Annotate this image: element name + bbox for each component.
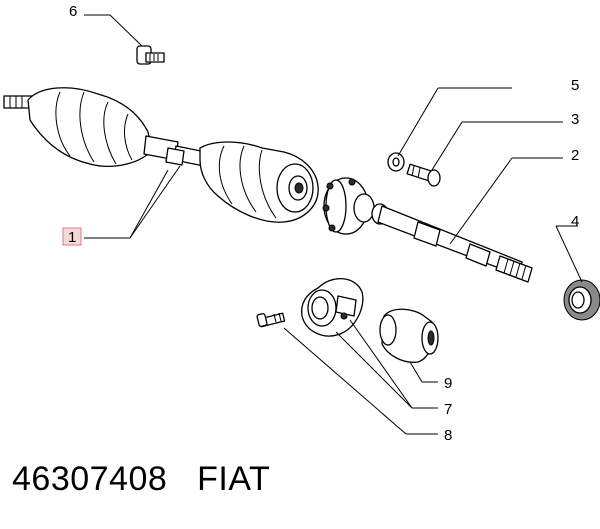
drive-shaft-assembly-1 xyxy=(3,87,319,223)
callout-1-highlight xyxy=(62,227,82,246)
callout-2: 2 xyxy=(571,147,579,164)
bolt-8 xyxy=(256,312,286,328)
callout-8: 8 xyxy=(444,427,452,444)
part-number-text: 46307408 xyxy=(12,460,168,498)
callout-4: 4 xyxy=(571,213,579,230)
callout-9: 9 xyxy=(444,375,452,392)
leader-lines xyxy=(84,14,583,435)
callout-3: 3 xyxy=(571,111,579,128)
callout-5: 5 xyxy=(571,77,579,94)
seal-ring-4 xyxy=(563,279,600,321)
bolt-3 xyxy=(406,163,441,187)
part-caption: 46307408 FIAT xyxy=(12,460,270,499)
washer-5 xyxy=(387,152,405,172)
brand-text: FIAT xyxy=(197,460,271,498)
shaft-2 xyxy=(322,177,533,283)
callout-6: 6 xyxy=(69,3,77,20)
bearing-housing-7 xyxy=(300,278,364,337)
callout-7: 7 xyxy=(444,401,452,418)
callout-1: 1 xyxy=(68,229,76,246)
bolt-6 xyxy=(136,45,165,65)
bushing-9 xyxy=(379,308,439,363)
